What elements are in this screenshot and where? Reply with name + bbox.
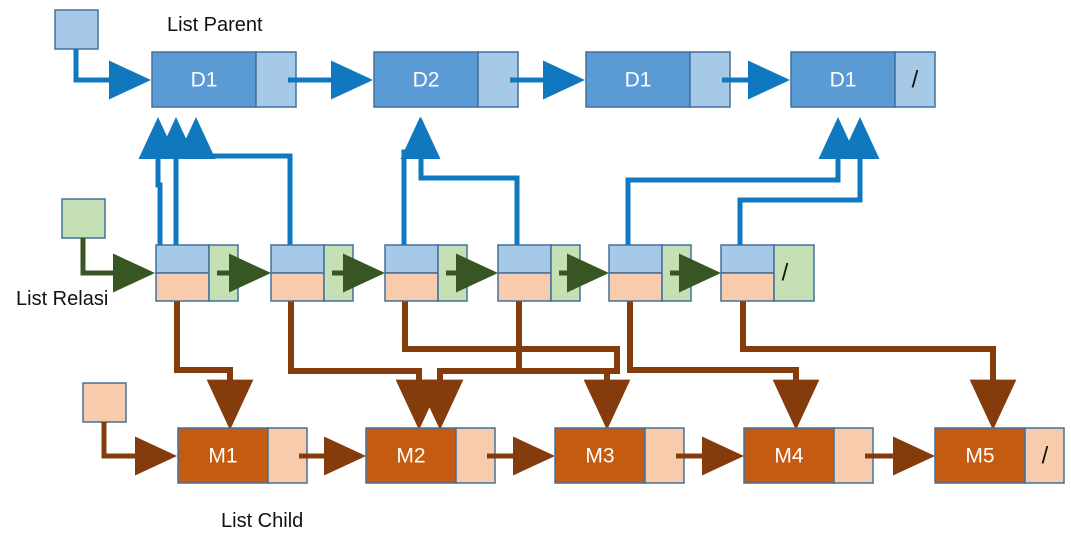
child-node-data-cell [177,427,269,484]
child-node-c3[interactable]: M3 [554,427,685,484]
relasi-to-parent-connectors [138,117,880,245]
relasi-node-r2[interactable] [270,244,354,302]
connector-r6-c5 [740,301,1017,430]
child-node-c1[interactable]: M1 [177,427,308,484]
relasi-child-ref-cell [384,272,439,302]
head-parent-arrow [73,49,151,100]
connector-r1-c1 [174,301,254,430]
parent-node-p1[interactable]: D1 [151,51,297,108]
connector-r5-p2 [401,117,520,245]
parent-list-row: D1 D2 D1 D1 / [151,51,936,108]
parent-node-data-cell [790,51,896,108]
connector-r5-c4 [627,301,820,430]
parent-node-p4[interactable]: D1 / [790,51,936,108]
parent-node-data-cell [373,51,479,108]
connector-r3-p1 [176,117,293,245]
relasi-null-marker: / [782,259,789,286]
head-relasi-arrow [80,238,155,293]
parent-node-label: D2 [413,69,440,92]
child-node-label: M1 [208,445,237,468]
connector-r5-p4 [625,117,858,245]
child-node-data-cell [934,427,1026,484]
relasi-parent-ref-cell [497,244,552,274]
parent-node-label: D1 [625,69,652,92]
child-node-c4[interactable]: M4 [743,427,874,484]
relasi-to-child-connectors [174,301,1017,430]
parent-node-data-cell [151,51,257,108]
relasi-parent-ref-cell [270,244,325,274]
relasi-child-ref-cell [720,272,775,302]
head-pointers [54,9,177,476]
connector-r6-p4 [737,117,880,245]
relasi-parent-ref-cell [155,244,210,274]
parent-node-p3[interactable]: D1 [585,51,731,108]
parent-node-p2[interactable]: D2 [373,51,519,108]
relasi-blue-stubs [173,196,743,245]
relasi-child-ref-cell [155,272,210,302]
relasi-parent-ref-cell [608,244,663,274]
parent-null-marker: / [912,66,919,93]
head-relasi-square [61,198,106,239]
label-list-child: List Child [221,510,303,532]
parent-node-label: D1 [830,69,857,92]
head-child-arrow [101,422,177,476]
connector-r3-c2 [402,301,620,430]
connector-r4-c3 [516,301,631,430]
child-node-pointer-cell [1024,427,1065,484]
relasi-parent-ref-cell [720,244,775,274]
relasi-child-ref-cell [497,272,552,302]
child-node-label: M5 [965,445,994,468]
relasi-next-cell [773,244,815,302]
child-null-marker: / [1042,442,1049,469]
relasi-node-r6[interactable]: / [720,244,815,302]
child-node-c2[interactable]: M2 [365,427,496,484]
relasi-list-row: / [155,244,815,302]
parent-node-label: D1 [191,69,218,92]
child-node-c5[interactable]: M5 / [934,427,1065,484]
label-list-parent: List Parent [167,14,263,36]
child-node-label: M3 [585,445,614,468]
head-parent-square [54,9,99,50]
relasi-child-ref-cell [608,272,663,302]
child-node-data-cell [743,427,835,484]
child-node-label: M2 [396,445,425,468]
parent-node-pointer-cell [894,51,936,108]
head-child-square [82,382,127,423]
parent-node-pointer-cell [477,51,519,108]
child-list-row: M1 M2 M3 M4 M5 / [177,427,1065,484]
child-node-label: M4 [774,445,803,468]
relasi-parent-ref-cell [384,244,439,274]
connector-r2-c2 [288,301,443,430]
connector-r1-p1 [138,117,178,245]
label-list-relasi: List Relasi [16,288,108,310]
child-node-data-cell [365,427,457,484]
relasi-child-ref-cell [270,272,325,302]
